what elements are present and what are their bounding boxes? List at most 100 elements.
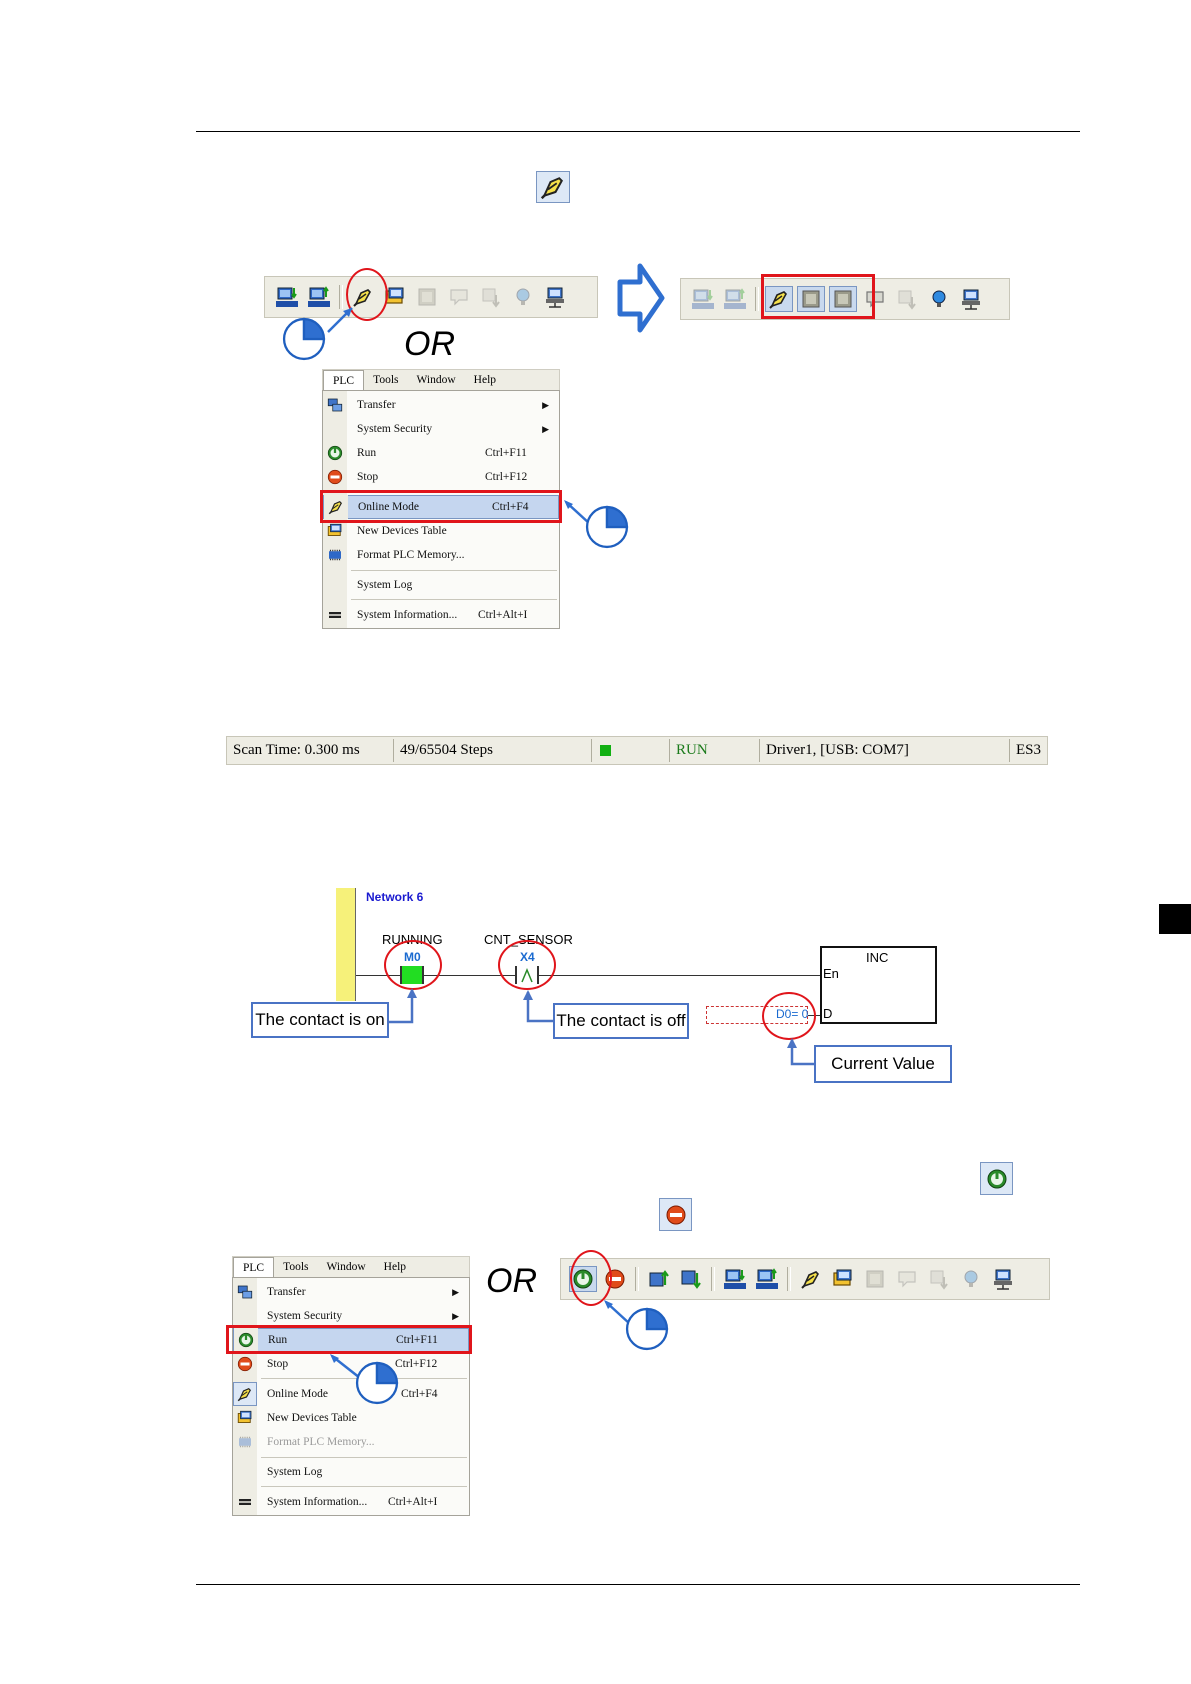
submenu-arrow-icon: ▶ bbox=[452, 1310, 459, 1321]
pc-upload-icon[interactable] bbox=[689, 286, 717, 312]
menu-item-shortcut: Ctrl+F12 bbox=[395, 1358, 438, 1370]
status-scan-time: Scan Time: 0.300 ms bbox=[233, 742, 360, 758]
run-led-icon bbox=[600, 745, 611, 756]
download-arrow-icon[interactable] bbox=[925, 1266, 953, 1292]
contact2-name: CNT_SENSOR bbox=[484, 932, 573, 947]
transfer-icon bbox=[323, 393, 347, 417]
menu-tools[interactable]: Tools bbox=[283, 1261, 309, 1273]
menu-item-online-mode[interactable]: Online Mode Ctrl+F4 bbox=[323, 495, 559, 519]
download-arrow-icon[interactable] bbox=[893, 286, 921, 312]
menu-item-label: Transfer bbox=[267, 1286, 306, 1298]
click-pointer-top bbox=[282, 307, 353, 361]
pc-download-icon[interactable] bbox=[753, 1266, 781, 1292]
blank-icon bbox=[233, 1460, 257, 1484]
or-label-bottom: OR bbox=[486, 1262, 537, 1300]
online-mode-icon[interactable] bbox=[765, 286, 793, 312]
format-memory-icon bbox=[323, 543, 347, 567]
footer-rule bbox=[196, 1584, 1080, 1585]
plc-menu-top: Transfer ▶ System Security ▶ Run Ctrl+F1… bbox=[322, 390, 560, 629]
submenu-arrow-icon: ▶ bbox=[452, 1286, 459, 1297]
message-icon[interactable] bbox=[445, 284, 473, 310]
monitor-icon[interactable] bbox=[861, 1266, 889, 1292]
network-icon[interactable] bbox=[541, 284, 569, 310]
monitor-icon[interactable] bbox=[797, 286, 825, 312]
menu-plc[interactable]: PLC bbox=[233, 1257, 275, 1277]
bulb-icon[interactable] bbox=[925, 286, 953, 312]
bulb-icon[interactable] bbox=[509, 284, 537, 310]
download-icon[interactable] bbox=[677, 1266, 705, 1292]
menu-item-run[interactable]: Run Ctrl+F11 bbox=[233, 1328, 469, 1352]
toolbar-separator bbox=[635, 1267, 639, 1291]
menu-item-transfer[interactable]: Transfer ▶ bbox=[233, 1280, 469, 1304]
menu-item-stop[interactable]: Stop Ctrl+F12 bbox=[323, 465, 559, 489]
menu-item-run[interactable]: Run Ctrl+F11 bbox=[323, 441, 559, 465]
status-model: ES3 bbox=[1009, 739, 1047, 762]
highlight-online-mode-toolbar bbox=[346, 268, 388, 321]
menu-separator bbox=[261, 1457, 467, 1458]
chapter-tab bbox=[1159, 904, 1191, 934]
pc-upload-icon[interactable] bbox=[721, 1266, 749, 1292]
menubar-top: PLC Tools Window Help bbox=[322, 369, 560, 391]
toolbar-bottom bbox=[560, 1258, 1050, 1300]
menu-item-stop[interactable]: Stop Ctrl+F12 bbox=[233, 1352, 469, 1376]
bulb-icon[interactable] bbox=[957, 1266, 985, 1292]
network-icon[interactable] bbox=[989, 1266, 1017, 1292]
menu-item-system-log[interactable]: System Log bbox=[323, 573, 559, 597]
format-memory-icon bbox=[233, 1430, 257, 1454]
pc-download-icon[interactable] bbox=[721, 286, 749, 312]
menu-item-transfer[interactable]: Transfer ▶ bbox=[323, 393, 559, 417]
menu-item-system-security[interactable]: System Security ▶ bbox=[233, 1304, 469, 1328]
table-icon[interactable] bbox=[829, 286, 857, 312]
pin-d: D bbox=[823, 1006, 833, 1021]
menu-item-system-information[interactable]: System Information... Ctrl+Alt+I bbox=[233, 1490, 469, 1514]
menu-item-system-log[interactable]: System Log bbox=[233, 1460, 469, 1484]
status-run: RUN bbox=[669, 739, 759, 762]
network-label: Network 6 bbox=[366, 890, 424, 904]
menu-item-label: Stop bbox=[357, 471, 379, 483]
highlight-m0 bbox=[384, 940, 442, 990]
menu-item-label: Online Mode bbox=[267, 1388, 329, 1400]
toolbar-top-left bbox=[264, 276, 598, 318]
menu-plc[interactable]: PLC bbox=[323, 370, 365, 390]
or-label-top: OR bbox=[404, 325, 455, 363]
pin-en: En bbox=[823, 966, 839, 981]
menu-item-label: Stop bbox=[267, 1358, 289, 1370]
click-pointer-bottom bbox=[604, 1300, 669, 1351]
menu-item-label: Format PLC Memory... bbox=[357, 549, 465, 561]
menu-item-label: System Information... bbox=[357, 609, 458, 621]
menu-item-system-information[interactable]: System Information... Ctrl+Alt+I bbox=[323, 603, 559, 627]
menu-item-shortcut: Ctrl+F4 bbox=[401, 1388, 438, 1400]
menu-window[interactable]: Window bbox=[326, 1261, 366, 1273]
menu-item-shortcut: Ctrl+F4 bbox=[492, 501, 529, 513]
network-icon[interactable] bbox=[957, 286, 985, 312]
power-rail-line bbox=[355, 888, 356, 1001]
upload-icon[interactable] bbox=[645, 1266, 673, 1292]
message-icon[interactable] bbox=[893, 1266, 921, 1292]
callout-current-value: Current Value bbox=[814, 1045, 952, 1083]
toolbar-separator bbox=[339, 285, 343, 309]
status-driver: Driver1, [USB: COM7] bbox=[759, 739, 1009, 762]
ladder-rung bbox=[356, 975, 821, 976]
menu-window[interactable]: Window bbox=[416, 374, 456, 386]
menu-help[interactable]: Help bbox=[383, 1261, 407, 1273]
menu-item-online-mode[interactable]: Online Mode Ctrl+F4 bbox=[233, 1382, 469, 1406]
menu-item-system-security[interactable]: System Security ▶ bbox=[323, 417, 559, 441]
inc-block[interactable] bbox=[820, 946, 937, 1024]
menu-item-format-plc-memory[interactable]: Format PLC Memory... bbox=[323, 543, 559, 567]
online-mode-icon[interactable] bbox=[797, 1266, 825, 1292]
menu-item-label: New Devices Table bbox=[357, 525, 447, 537]
download-arrow-icon[interactable] bbox=[477, 284, 505, 310]
monitor-icon[interactable] bbox=[413, 284, 441, 310]
menu-item-new-devices-table[interactable]: New Devices Table bbox=[233, 1406, 469, 1430]
menu-separator bbox=[261, 1486, 467, 1487]
menu-item-format-plc-memory[interactable]: Format PLC Memory... bbox=[233, 1430, 469, 1454]
run-icon bbox=[234, 1328, 258, 1352]
menu-item-new-devices-table[interactable]: New Devices Table bbox=[323, 519, 559, 543]
status-steps: 49/65504 Steps bbox=[393, 739, 591, 762]
menu-help[interactable]: Help bbox=[473, 374, 497, 386]
stop-icon bbox=[323, 465, 347, 489]
toolbar-top-right bbox=[680, 278, 1010, 320]
new-devices-table-icon[interactable] bbox=[829, 1266, 857, 1292]
run-icon bbox=[323, 441, 347, 465]
menu-tools[interactable]: Tools bbox=[373, 374, 399, 386]
